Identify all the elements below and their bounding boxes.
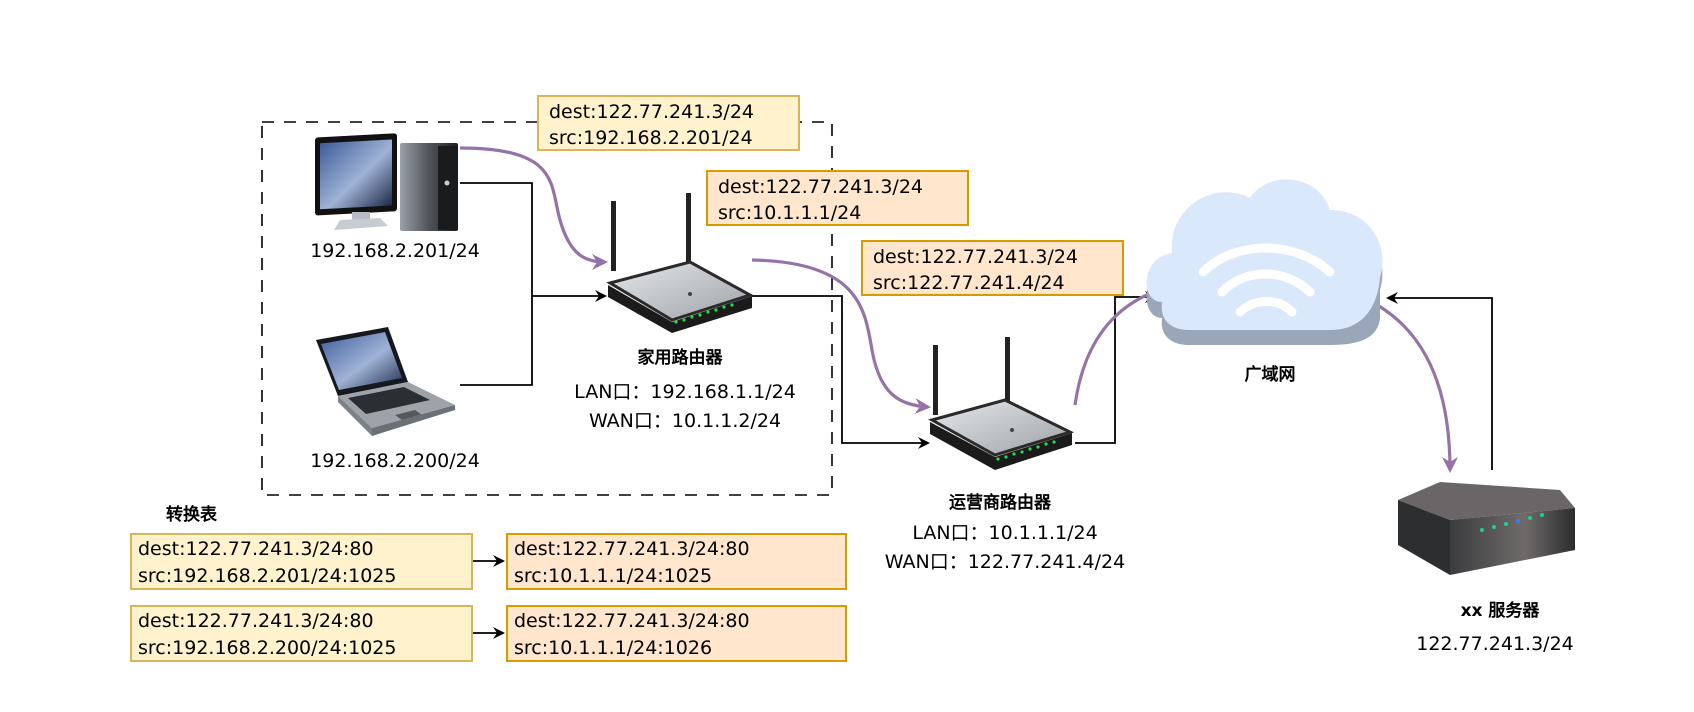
home-router-name: 家用路由器 <box>637 348 723 368</box>
server-name: xx 服务器 <box>1460 601 1540 621</box>
isp-router-wan: WAN口：122.77.241.4/24 <box>884 551 1126 573</box>
link-isp-router-to-cloud <box>1075 291 1157 444</box>
nat-src: src:10.1.1.1/24:1025 <box>514 565 713 587</box>
wan-cloud-name: 广域网 <box>1244 365 1296 385</box>
packet-src: src:10.1.1.1/24 <box>718 202 862 224</box>
desktop-ip-label: 192.168.2.201/24 <box>310 240 480 262</box>
server-icon[interactable] <box>1398 482 1575 575</box>
link-home-router-to-isp-router <box>752 295 930 449</box>
packet-dest: dest:122.77.241.3/24 <box>718 176 923 198</box>
nat-row2-after: dest:122.77.241.3/24:80 src:10.1.1.1/24:… <box>506 605 847 662</box>
nat-src: src:192.168.2.201/24:1025 <box>138 565 397 587</box>
nat-row2-before: dest:122.77.241.3/24:80 src:192.168.2.20… <box>130 605 473 662</box>
isp-router-name: 运营商路由器 <box>949 493 1051 513</box>
flow-desktop-to-home-router <box>459 146 608 270</box>
nat-dest: dest:122.77.241.3/24:80 <box>138 538 374 560</box>
packet-src: src:192.168.2.201/24 <box>549 127 753 149</box>
nat-table-title: 转换表 <box>166 505 217 525</box>
packet-box-lan: dest:122.77.241.3/24 src:192.168.2.201/2… <box>537 95 800 151</box>
isp-router-lan: LAN口：10.1.1.1/24 <box>912 522 1098 544</box>
laptop-ip-label: 192.168.2.200/24 <box>310 450 480 472</box>
nat-dest: dest:122.77.241.3/24:80 <box>514 538 750 560</box>
cloud-icon[interactable] <box>1146 179 1383 345</box>
physical-links <box>460 182 1493 639</box>
packet-dest: dest:122.77.241.3/24 <box>873 246 1078 268</box>
nat-row1-after: dest:122.77.241.3/24:80 src:10.1.1.1/24:… <box>506 533 847 590</box>
link-server-to-cloud <box>1386 292 1493 470</box>
desktop-computer-icon[interactable] <box>315 133 458 231</box>
flow-home-router-to-isp-router <box>751 258 931 415</box>
home-router-icon[interactable] <box>606 193 754 333</box>
home-router-wan: WAN口：10.1.1.2/24 <box>588 410 782 432</box>
server-ip: 122.77.241.3/24 <box>1416 633 1574 655</box>
lan-boundary <box>261 121 833 496</box>
nat-row1-before: dest:122.77.241.3/24:80 src:192.168.2.20… <box>130 533 473 590</box>
link-laptop-to-home-router <box>460 296 533 386</box>
nat-src: src:192.168.2.200/24:1025 <box>138 637 397 659</box>
packet-dest: dest:122.77.241.3/24 <box>549 101 754 123</box>
home-router-lan: LAN口：192.168.1.1/24 <box>574 381 796 403</box>
link-desktop-to-home-router <box>460 182 607 302</box>
laptop-icon[interactable] <box>316 327 455 436</box>
packet-src: src:122.77.241.4/24 <box>873 272 1065 294</box>
isp-router-icon[interactable] <box>928 337 1075 470</box>
nat-dest: dest:122.77.241.3/24:80 <box>138 610 374 632</box>
nat-dest: dest:122.77.241.3/24:80 <box>514 610 750 632</box>
nat-src: src:10.1.1.1/24:1026 <box>514 637 713 659</box>
packet-box-after-isp-router: dest:122.77.241.3/24 src:122.77.241.4/24 <box>861 240 1124 296</box>
packet-box-after-home-router: dest:122.77.241.3/24 src:10.1.1.1/24 <box>706 170 969 226</box>
